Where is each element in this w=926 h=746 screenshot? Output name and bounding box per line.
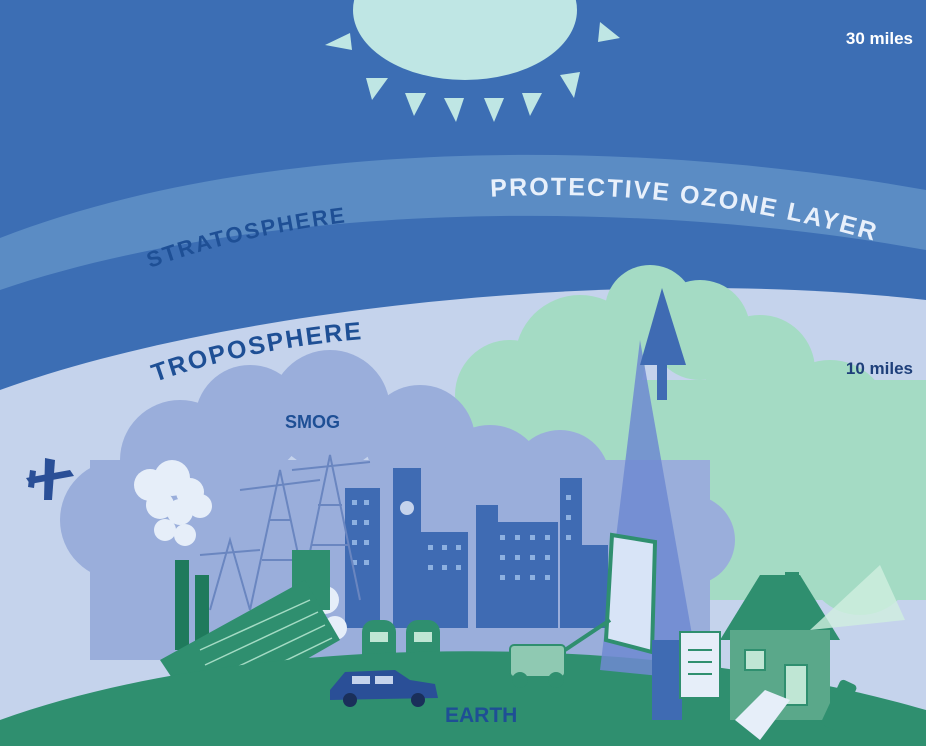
car-icon [330, 670, 438, 707]
billboard-icon [603, 532, 658, 655]
altitude-label-30: 30 miles [846, 29, 913, 48]
earth-label: EARTH [445, 704, 517, 727]
sun-icon [325, 0, 620, 122]
ozone-band [0, 154, 926, 290]
documents-icon [652, 631, 721, 720]
smog-label: SMOG [285, 412, 340, 432]
airplane-icon [26, 458, 74, 500]
spray-can-icon [810, 565, 905, 731]
power-towers [199, 454, 371, 611]
green-cloud [455, 265, 926, 615]
house-icon [720, 572, 840, 740]
altitude-label-10: 10 miles [846, 359, 913, 378]
lawnmower-icon [509, 618, 612, 688]
building-windows [352, 495, 571, 580]
